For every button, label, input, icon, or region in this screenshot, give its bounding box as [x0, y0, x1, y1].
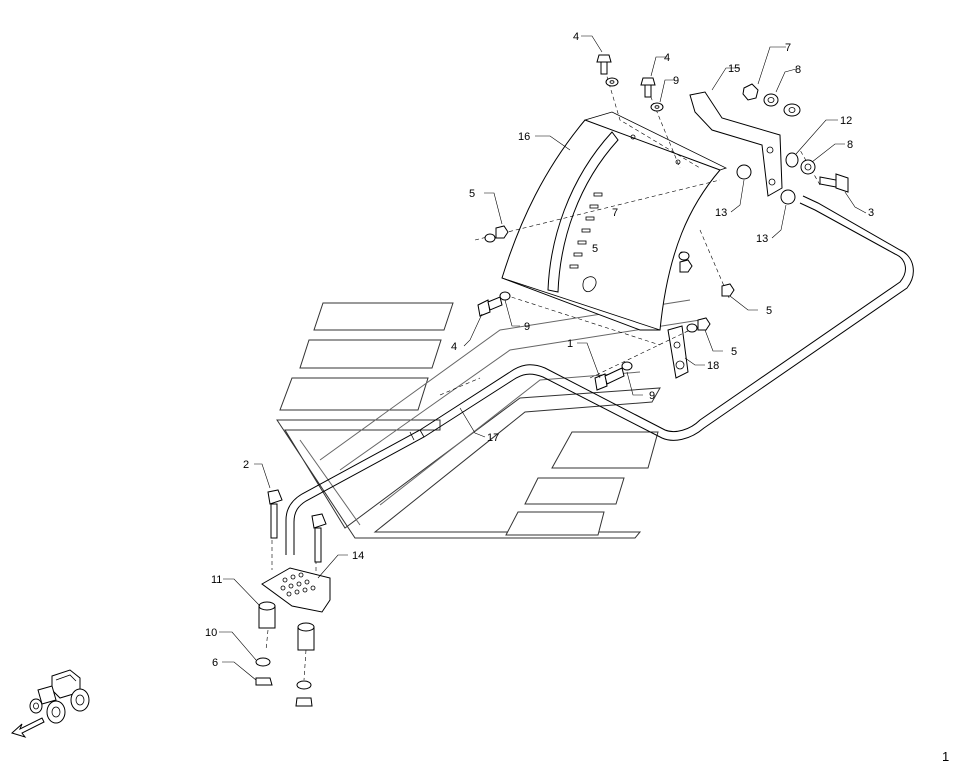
callout-9-left: 9: [524, 321, 530, 333]
plate-marking-top: 7: [612, 207, 618, 219]
callout-18: 18: [707, 360, 719, 372]
callout-4-top: 4: [573, 31, 579, 43]
callout-16: 16: [518, 131, 530, 143]
page-number: 1: [942, 749, 949, 764]
callout-2: 2: [243, 459, 249, 471]
callout-labels: 4 4 9 15 7 8 12 8 3 16 5 13 13 5 5 9 4 1…: [205, 31, 874, 669]
rod-bracket: [667, 325, 689, 379]
direction-arrow-icon: [11, 717, 45, 738]
callout-17: 17: [487, 432, 499, 444]
tractor-icon: [29, 669, 90, 724]
shift-gate-plate: 7 5: [501, 111, 728, 331]
callout-1: 1: [567, 338, 573, 350]
callout-5-left: 5: [469, 188, 475, 200]
callout-3: 3: [868, 207, 874, 219]
callout-4-left: 4: [451, 341, 457, 353]
callout-12: 12: [840, 115, 852, 127]
plate-holes: [280, 572, 316, 597]
fasteners: [255, 54, 849, 707]
callout-11: 11: [211, 574, 222, 586]
callout-14: 14: [352, 550, 364, 562]
callout-9-top: 9: [673, 75, 679, 87]
callout-8-top: 8: [795, 64, 801, 76]
callout-8-lower: 8: [847, 139, 853, 151]
callout-15: 15: [728, 63, 740, 75]
leader-lines: [219, 35, 867, 681]
callout-5-lower: 5: [731, 346, 737, 358]
assembly-lines: [265, 69, 821, 681]
callout-4-second: 4: [664, 52, 670, 64]
gate-slot-marks: [569, 192, 603, 269]
plate-marking-bottom: 5: [592, 243, 598, 255]
linkage-rod: [285, 195, 914, 555]
callout-13-lower: 13: [756, 233, 768, 245]
callout-6: 6: [212, 657, 218, 669]
callout-13-upper: 13: [715, 207, 727, 219]
callout-7: 7: [785, 42, 791, 54]
callout-5-right: 5: [766, 305, 772, 317]
support-bracket: [689, 91, 783, 197]
brand-logo-outline: [276, 299, 701, 539]
callout-9-lower: 9: [649, 390, 655, 402]
callout-10: 10: [205, 627, 217, 639]
